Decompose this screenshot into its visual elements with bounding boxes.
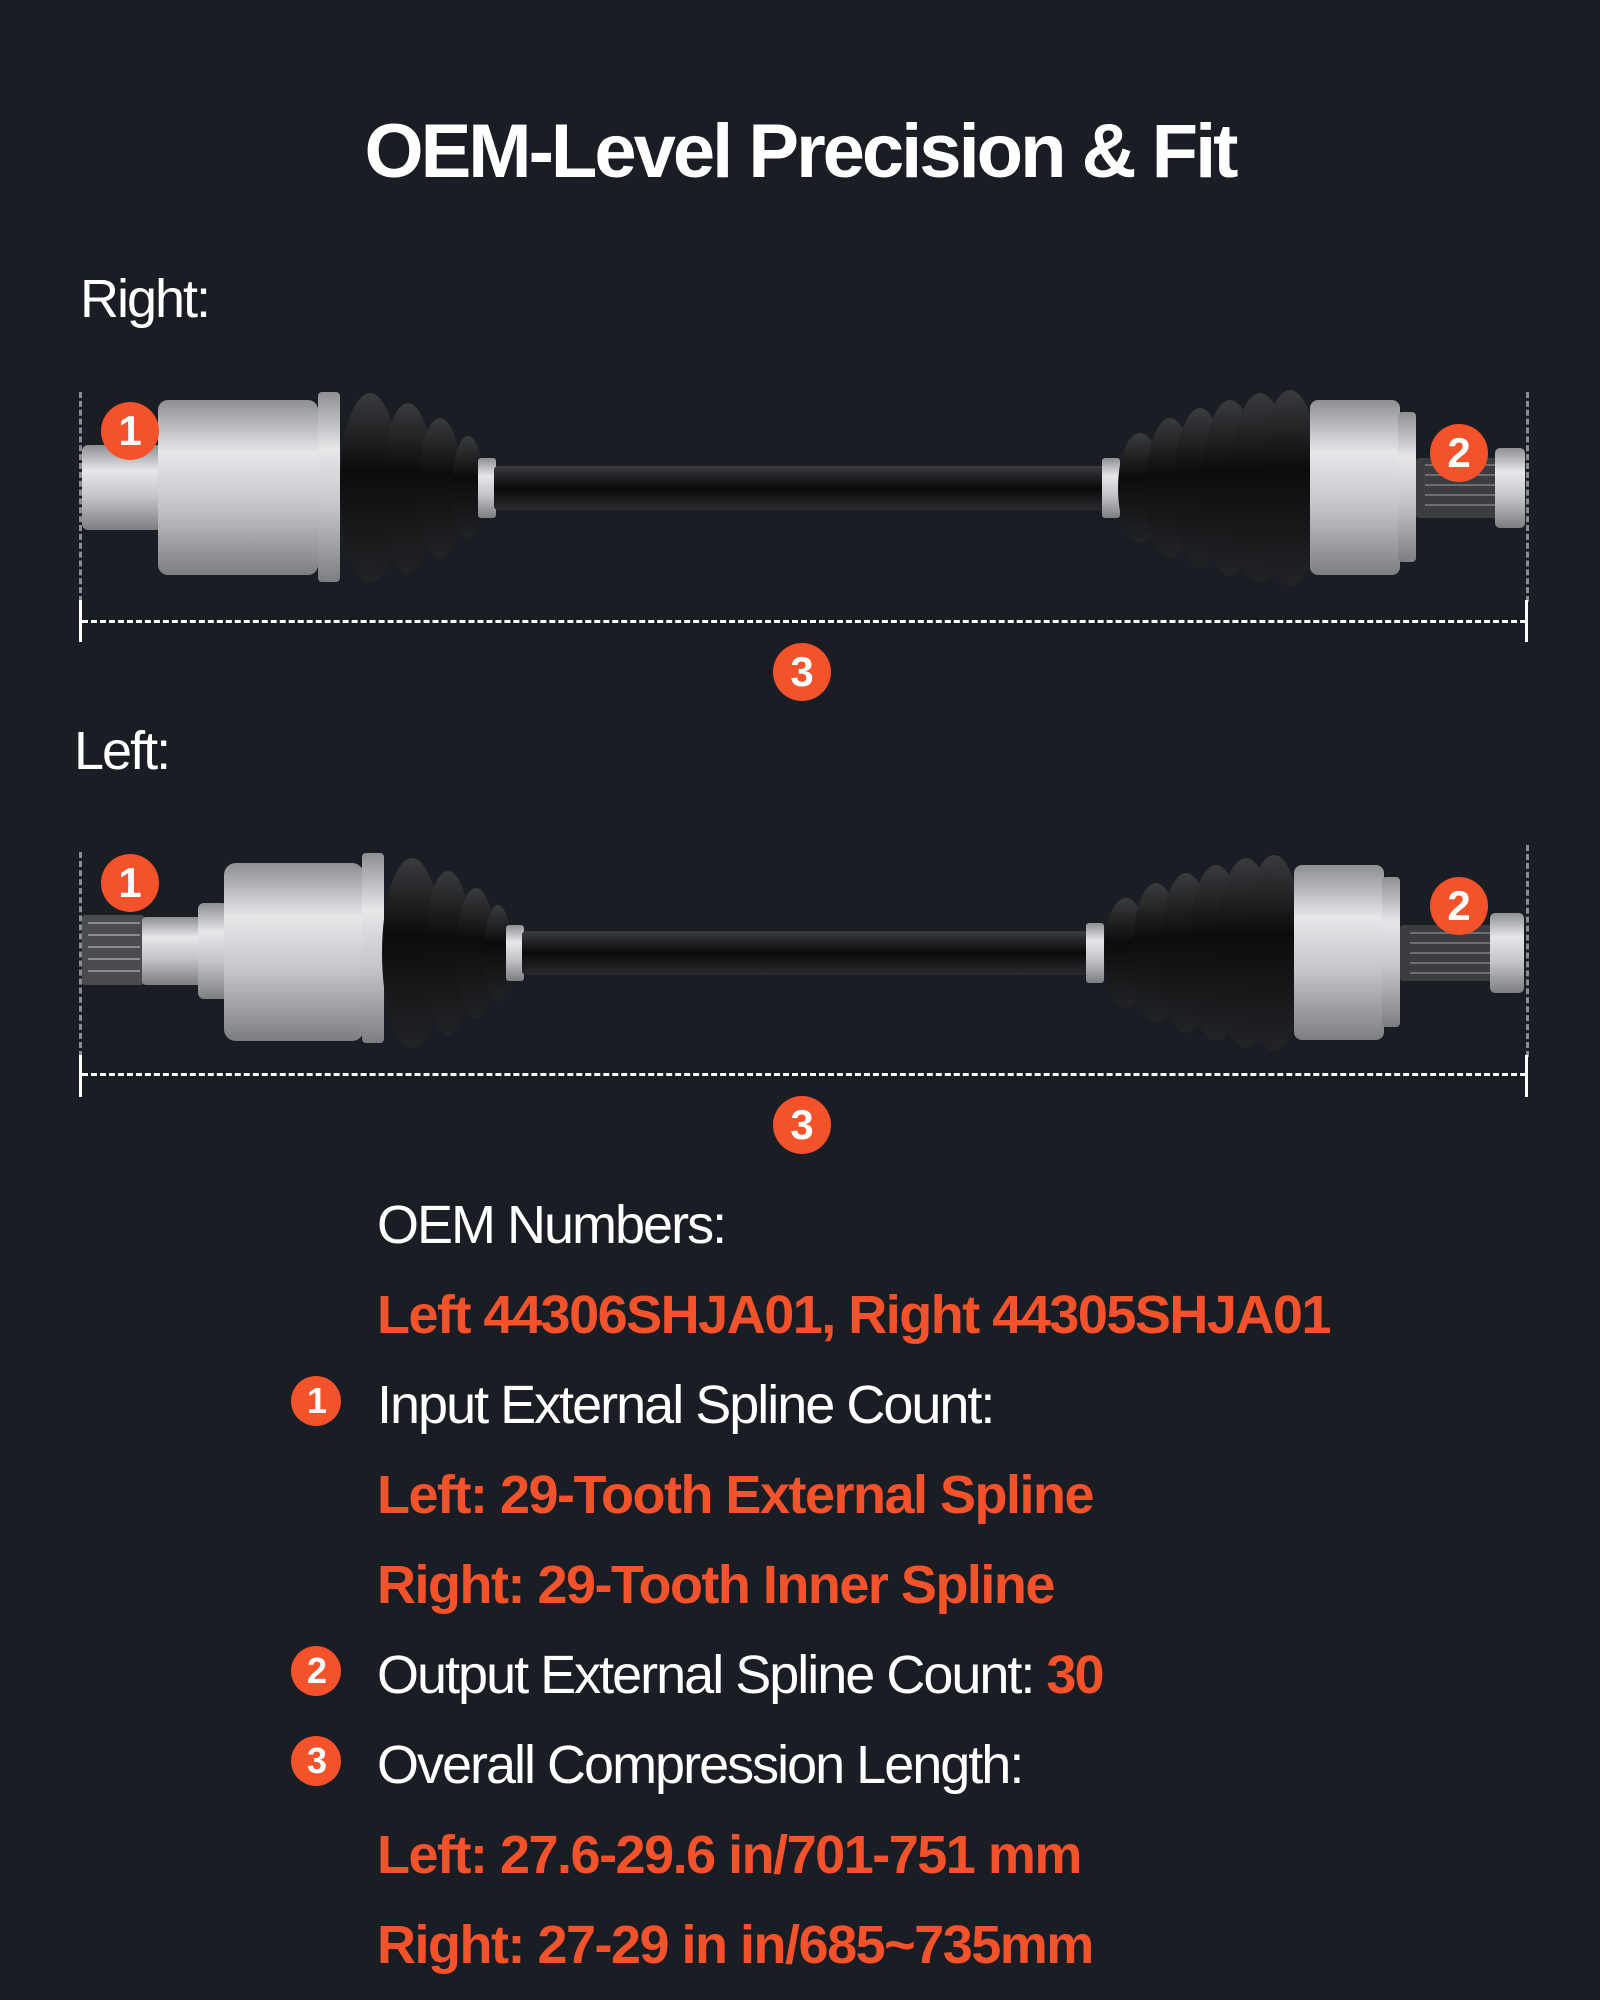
compression-length-badge: 3	[291, 1736, 341, 1786]
compression-length-right: Right: 27-29 in in/685~735mm	[377, 1915, 1094, 1975]
left-input-marker: 1	[101, 854, 159, 912]
left-left-boundary-line	[79, 852, 82, 1057]
left-output-marker: 2	[1430, 877, 1488, 935]
right-dimension-line	[82, 620, 1526, 623]
right-dimension-tick-right	[1525, 600, 1528, 642]
right-dimension-tick-left	[79, 600, 82, 642]
specs-list: OEM Numbers: Left 44306SHJA01, Right 443…	[291, 1180, 1577, 1990]
right-length-marker: 3	[773, 643, 831, 701]
right-right-boundary-line	[1526, 392, 1529, 602]
oem-numbers-heading: OEM Numbers:	[377, 1195, 727, 1255]
left-dimension-line	[82, 1073, 1526, 1076]
right-left-boundary-line	[79, 392, 82, 602]
left-right-boundary-line	[1526, 845, 1529, 1057]
input-spline-badge: 1	[291, 1376, 341, 1426]
left-length-marker: 3	[773, 1096, 831, 1154]
input-spline-heading-text: Input External Spline Count:	[377, 1375, 995, 1435]
left-dimension-tick-left	[79, 1055, 82, 1097]
left-dimension-tick-right	[1525, 1055, 1528, 1097]
output-spline-heading-text: Output External Spline Count:	[377, 1645, 1047, 1705]
compression-length-heading-text: Overall Compression Length:	[377, 1735, 1024, 1795]
input-spline-left: Left: 29-Tooth External Spline	[377, 1465, 1095, 1525]
output-spline-value: 30	[1046, 1645, 1104, 1705]
left-shaft-label: Left:	[74, 721, 171, 781]
right-shaft-label: Right:	[80, 269, 211, 329]
right-axle-image	[80, 380, 1530, 590]
compression-length-left: Left: 27.6-29.6 in/701-751 mm	[377, 1825, 1082, 1885]
right-output-marker: 2	[1430, 424, 1488, 482]
oem-numbers-value: Left 44306SHJA01, Right 44305SHJA01	[377, 1285, 1332, 1345]
page-title: OEM-Level Precision & Fit	[364, 109, 1239, 194]
output-spline-badge: 2	[291, 1646, 341, 1696]
right-input-marker: 1	[101, 402, 159, 460]
compression-length-heading: 3 Overall Compression Length:	[291, 1720, 1577, 1810]
input-spline-right: Right: 29-Tooth Inner Spline	[377, 1555, 1055, 1615]
left-axle-image	[80, 845, 1530, 1055]
output-spline-heading: 2 Output External Spline Count: 30	[291, 1630, 1577, 1720]
input-spline-heading: 1 Input External Spline Count:	[291, 1360, 1577, 1450]
